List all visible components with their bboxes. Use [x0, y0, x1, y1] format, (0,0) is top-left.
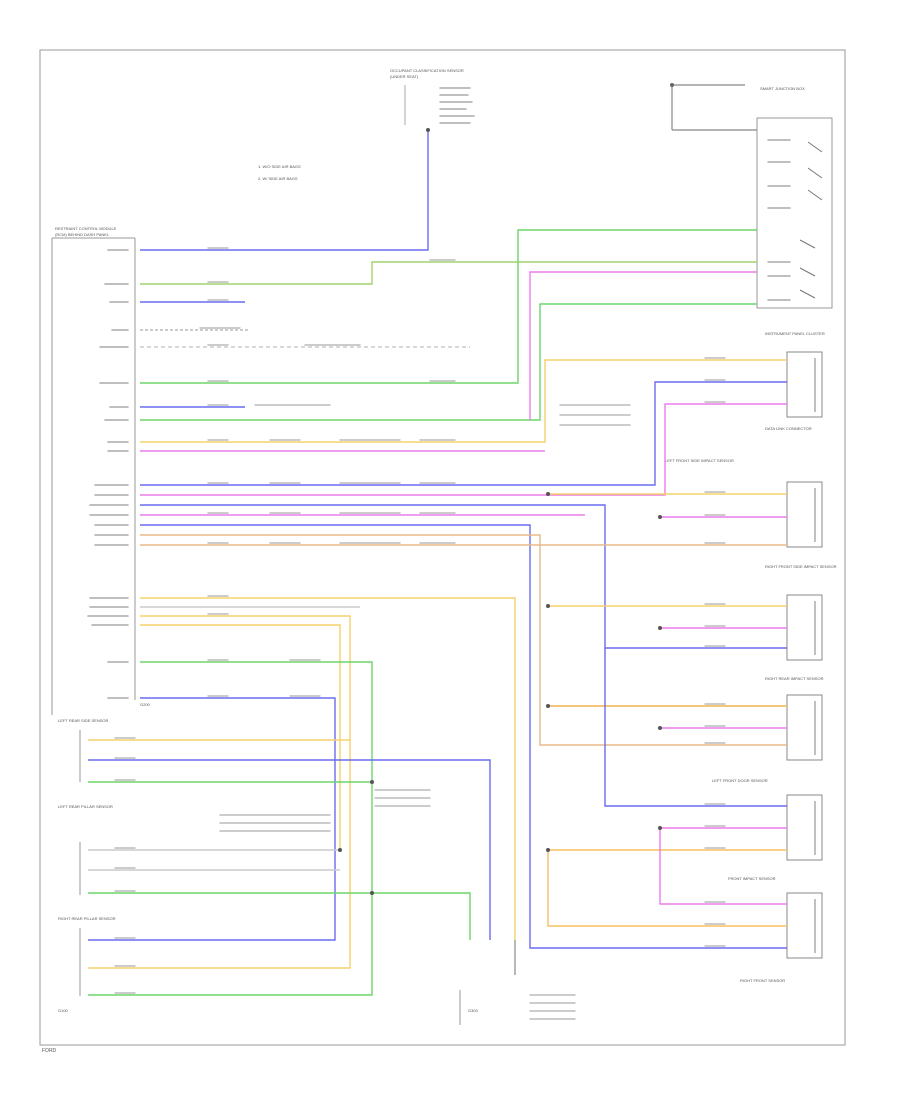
lrs-label: LEFT REAR SIDE SENSOR [58, 718, 108, 723]
wire-green-662 [88, 661, 373, 996]
wire-yellow-616 [88, 615, 351, 969]
bottom-ground-label: G100 [58, 1008, 69, 1013]
occupant-classification-sensor: OCCUPANT CLASSIFICATION SENSOR (UNDER SE… [390, 68, 475, 125]
module-title: RESTRAINT CONTROL MODULE [55, 226, 117, 231]
wire-magenta-sjb [529, 271, 757, 420]
wire-blue-698 [88, 697, 336, 941]
bottom-right-label: RIGHT FRONT SENSOR [740, 978, 785, 983]
steering-ground-label: G303 [468, 1008, 479, 1013]
wire-green-sjb-2 [140, 229, 757, 384]
note-2: 2. W/ SIDE AIR BAGS [258, 176, 298, 181]
wire-blue-occupant [140, 130, 429, 251]
top-sensor-title: OCCUPANT CLASSIFICATION SENSOR [390, 68, 464, 73]
wire-yellow-ipc [140, 359, 787, 443]
right-front-side-impact-sensor: RIGHT FRONT SIDE IMPACT SENSOR [765, 564, 837, 661]
right-rear-impact-sensor: RIGHT REAR IMPACT SENSOR [765, 676, 824, 761]
restraint-control-module: RESTRAINT CONTROL MODULE (RCM) BEHIND DA… [51, 226, 151, 715]
dlc-label: DATA LINK CONNECTOR [765, 426, 812, 431]
left-rear-side-sensor: LEFT REAR SIDE SENSOR [58, 718, 108, 782]
wire-blue-lfd [604, 648, 787, 807]
page-tag: FORD [42, 1048, 57, 1054]
right-rear-pillar-sensor: RIGHT REAR PILLAR SENSOR G100 [58, 916, 116, 1013]
wire-magenta-ipc [140, 403, 787, 496]
instrument-panel-cluster: INSTRUMENT PANEL CLUSTER [765, 331, 825, 418]
wire-blue-ipc [140, 381, 787, 486]
wire-yellow-598 [140, 597, 516, 940]
rr-label: RIGHT REAR IMPACT SENSOR [765, 676, 824, 681]
module-ground: G200 [140, 702, 151, 707]
smart-junction-box: SMART JUNCTION BOX [670, 83, 833, 309]
left-rear-pillar-sensor: LEFT REAR PILLAR SENSOR [58, 804, 113, 895]
lfd-label: LEFT FRONT DOOR SENSOR [712, 778, 768, 783]
wire-yellow-fi [547, 850, 787, 927]
lrp-label: LEFT REAR PILLAR SENSOR [58, 804, 113, 809]
splice-points [338, 128, 662, 895]
ipc-label: INSTRUMENT PANEL CLUSTER [765, 331, 825, 336]
note-1: 1. W/O SIDE AIR BAGS [258, 164, 301, 169]
wire-blue-525 [140, 524, 531, 940]
wire-magenta-fi [659, 828, 787, 905]
rrp-label: RIGHT REAR PILLAR SENSOR [58, 916, 116, 921]
wire-green-sjb-1 [140, 261, 757, 285]
wire-green-sjb-3 [140, 303, 757, 421]
diagram-frame [39, 49, 846, 1046]
module-pin-labels [87, 249, 129, 699]
wires [88, 130, 787, 996]
wire-orange-535 [140, 534, 787, 746]
rfs-label: RIGHT FRONT SIDE IMPACT SENSOR [765, 564, 837, 569]
wire-yellow-625 [140, 624, 341, 850]
left-front-side-impact-sensor: LEFT FRONT SIDE IMPACT SENSOR [665, 458, 823, 548]
wire-green-lrp [88, 892, 471, 940]
top-sensor-subtitle: (UNDER SEAT) [390, 74, 419, 79]
steering-ground: G303 [459, 990, 479, 1025]
wire-blue-fi [529, 940, 787, 949]
front-impact-sensor: FRONT IMPACT SENSOR RIGHT FRONT SENSOR [728, 876, 823, 983]
data-link-connector: DATA LINK CONNECTOR [765, 426, 812, 431]
sjb-label: SMART JUNCTION BOX [760, 86, 805, 91]
lfs-label: LEFT FRONT SIDE IMPACT SENSOR [665, 458, 734, 463]
wire-blue-lrs [88, 759, 491, 940]
left-front-door-sensor: LEFT FRONT DOOR SENSOR [712, 778, 823, 861]
fi-label: FRONT IMPACT SENSOR [728, 876, 776, 881]
wire-blue-505 [140, 504, 787, 649]
module-subtitle: (RCM) BEHIND DASH PANEL [55, 232, 110, 237]
wire-code-labels [114, 247, 726, 1020]
